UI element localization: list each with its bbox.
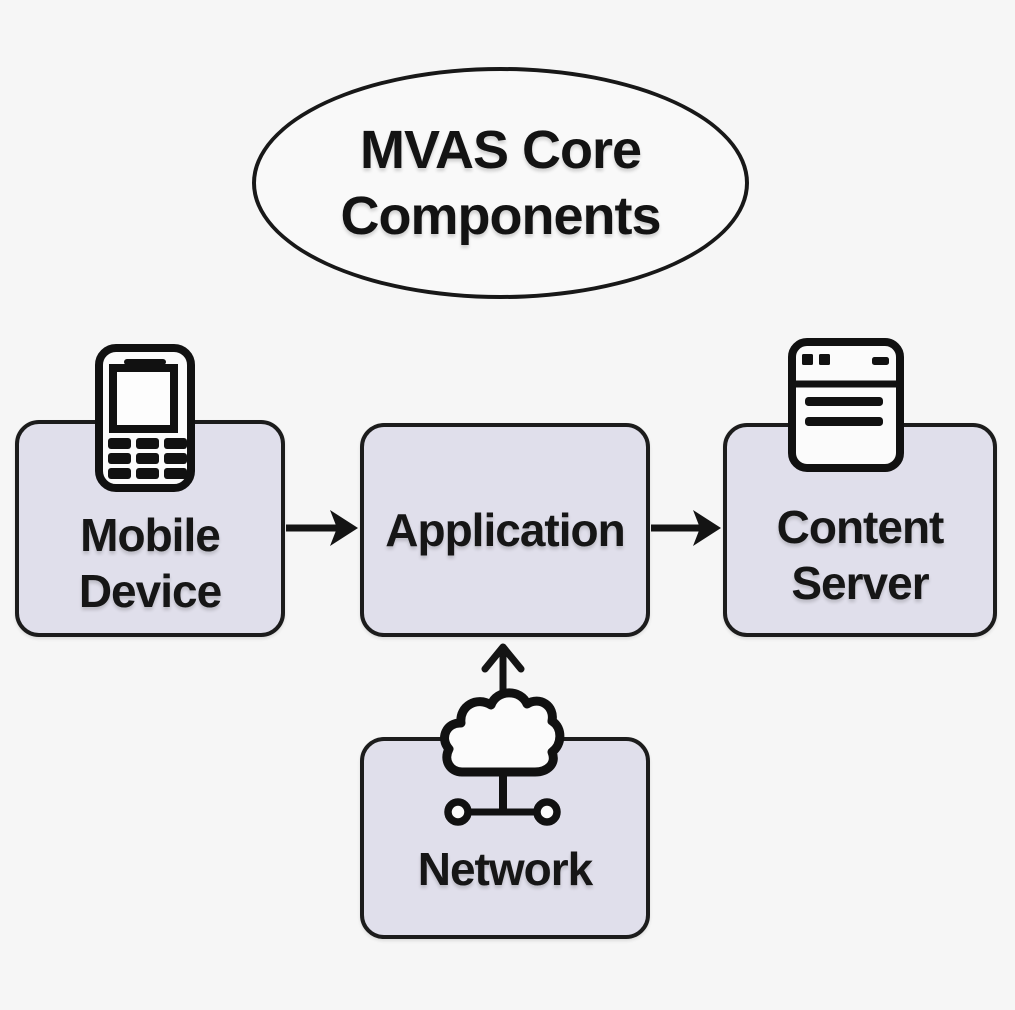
diagram-title-line-1: MVAS Core [359,120,642,180]
node-application: Application [360,423,650,637]
title-ellipse: MVAS Core Components [252,67,749,299]
arrow-network-to-application [481,643,525,700]
content-server-label-line-2: Server [791,557,929,609]
content-server-label-line-1: Content [776,501,945,553]
application-label: Application [385,504,625,556]
node-network: Network [360,737,650,939]
mobile-device-label-line-1: Mobile [80,508,221,561]
node-content-server: Content Server [723,423,997,637]
arrow-mobile-to-application [286,510,358,546]
network-label: Network [417,843,593,895]
diagram-title-line-2: Components [340,186,662,246]
arrow-application-to-content-server [651,510,721,546]
node-mobile-device: Mobile Device [15,420,285,637]
mobile-device-label-line-2: Device [78,564,222,617]
